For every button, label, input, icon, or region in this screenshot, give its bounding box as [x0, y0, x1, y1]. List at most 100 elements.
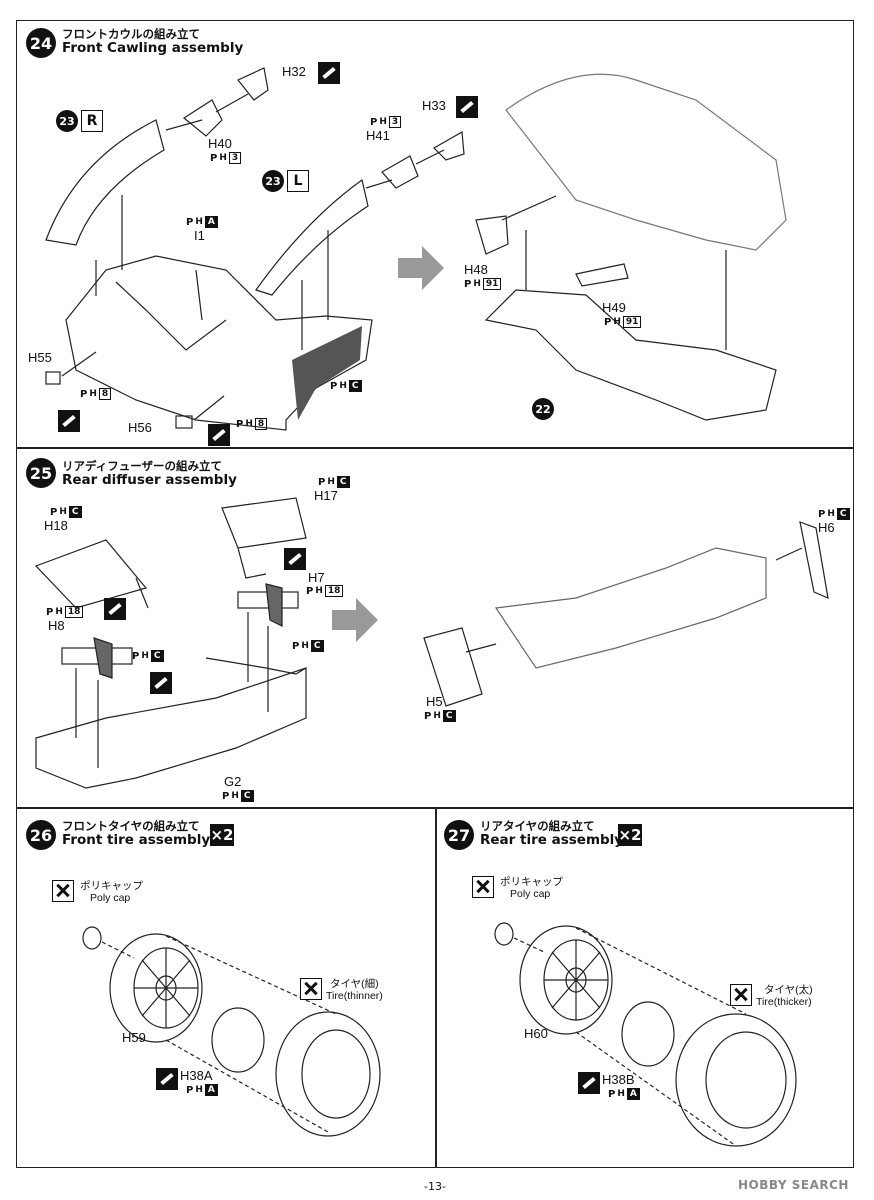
subassembly-23l: 23 L — [262, 170, 309, 192]
sprue-letter: P — [818, 508, 826, 520]
step-27-drawing — [494, 922, 797, 1147]
sprue-letter: P — [186, 216, 194, 228]
sprue-box: 91 — [482, 278, 502, 290]
sprue-sub: H — [339, 381, 347, 391]
part-h38a-label: H38A — [180, 1068, 213, 1083]
sprue-letter: P — [292, 640, 300, 652]
part-h18-label: H18 — [44, 518, 68, 533]
part-g2-label: G2 — [224, 774, 242, 789]
part-h59-label: H59 — [122, 1030, 146, 1045]
sprue-box: A — [204, 216, 218, 228]
sprue-letter: P — [222, 790, 230, 802]
sprue-box: C — [150, 650, 164, 662]
sprue-letter: P — [186, 1084, 194, 1096]
step-26-title-en: Front tire assembly — [62, 832, 211, 849]
cement-icon — [150, 672, 172, 694]
part-h48-label: H48 — [464, 262, 488, 277]
sprue-sub: H — [141, 651, 149, 661]
sprue-box: 3 — [388, 116, 402, 128]
sprue-box: A — [626, 1088, 640, 1100]
subassembly-number: 23 — [262, 170, 284, 192]
step-27-title-jp: リアタイヤの組み立て — [480, 819, 595, 833]
nippers-icon — [730, 984, 752, 1006]
sprue-letter: P — [236, 418, 244, 430]
sprue-box: C — [310, 640, 324, 652]
step-26-title: フロントタイヤの組み立て Front tire assembly — [62, 819, 211, 849]
step-26-number: 26 — [26, 820, 56, 850]
part-h56-label: H56 — [128, 420, 152, 435]
polycap-label-en: Poly cap — [510, 888, 551, 900]
sprue-box: 8 — [98, 388, 112, 400]
subassembly-number: 23 — [56, 110, 78, 132]
nippers-icon — [300, 978, 322, 1000]
step-24-number: 24 — [26, 28, 56, 58]
step-25-panel — [16, 448, 854, 808]
part-h6-label: H6 — [818, 520, 835, 535]
step-24-flow-arrow — [398, 246, 444, 290]
step-27-panel — [436, 808, 854, 1168]
sprue-sub: H — [195, 217, 203, 227]
sprue-letter: P — [210, 152, 218, 164]
cement-icon — [456, 96, 478, 118]
part-h7-label: H7 — [308, 570, 325, 585]
sprue-sub: H — [473, 279, 481, 289]
part-h5-label: H5 — [426, 694, 443, 709]
tire-thicker-label-en: Tire(thicker) — [756, 996, 812, 1008]
sprue-box: 18 — [324, 585, 344, 597]
step-26-title-jp: フロントタイヤの組み立て — [62, 819, 200, 833]
sprue-sub: H — [245, 419, 253, 429]
sprue-letter: P — [80, 388, 88, 400]
sprue-sub: H — [827, 509, 835, 519]
subassembly-22: 22 — [532, 398, 554, 420]
tire-thinner-label-en: Tire(thinner) — [326, 990, 383, 1002]
subassembly-number: 22 — [532, 398, 554, 420]
cement-icon — [318, 62, 340, 84]
page-number: -13- — [424, 1180, 446, 1193]
sprue-sub: H — [301, 641, 309, 651]
sprue-box: A — [204, 1084, 218, 1096]
sprue-letter: P — [46, 606, 54, 618]
part-h41-label: H41 — [366, 128, 390, 143]
side-marker: L — [287, 170, 309, 192]
step-26-panel — [16, 808, 436, 1168]
sprue-sub: H — [617, 1089, 625, 1099]
step-26-drawing — [82, 926, 381, 1137]
sprue-box: 8 — [254, 418, 268, 430]
part-h60-label: H60 — [524, 1026, 548, 1041]
nippers-icon — [472, 876, 494, 898]
sprue-sub: H — [231, 791, 239, 801]
sprue-sub: H — [327, 477, 335, 487]
polycap-label-en: Poly cap — [90, 892, 131, 904]
part-h38b-label: H38B — [602, 1072, 635, 1087]
step-24-drawing — [45, 67, 787, 431]
cement-icon — [156, 1068, 178, 1090]
step-25-number: 25 — [26, 458, 56, 488]
nippers-icon — [52, 880, 74, 902]
polycap-label-jp: ポリキャップ — [500, 876, 563, 888]
cement-icon — [58, 410, 80, 432]
part-h33-label: H33 — [422, 98, 446, 113]
step-24-panel — [16, 20, 854, 448]
sprue-sub: H — [379, 117, 387, 127]
subassembly-23r: 23 R — [56, 110, 103, 132]
sprue-letter: P — [604, 316, 612, 328]
part-h49-label: H49 — [602, 300, 626, 315]
sprue-box: C — [836, 508, 850, 520]
sprue-letter: P — [132, 650, 140, 662]
step-25-title-jp: リアディフューザーの組み立て — [62, 459, 222, 473]
sprue-box: 18 — [64, 606, 84, 618]
